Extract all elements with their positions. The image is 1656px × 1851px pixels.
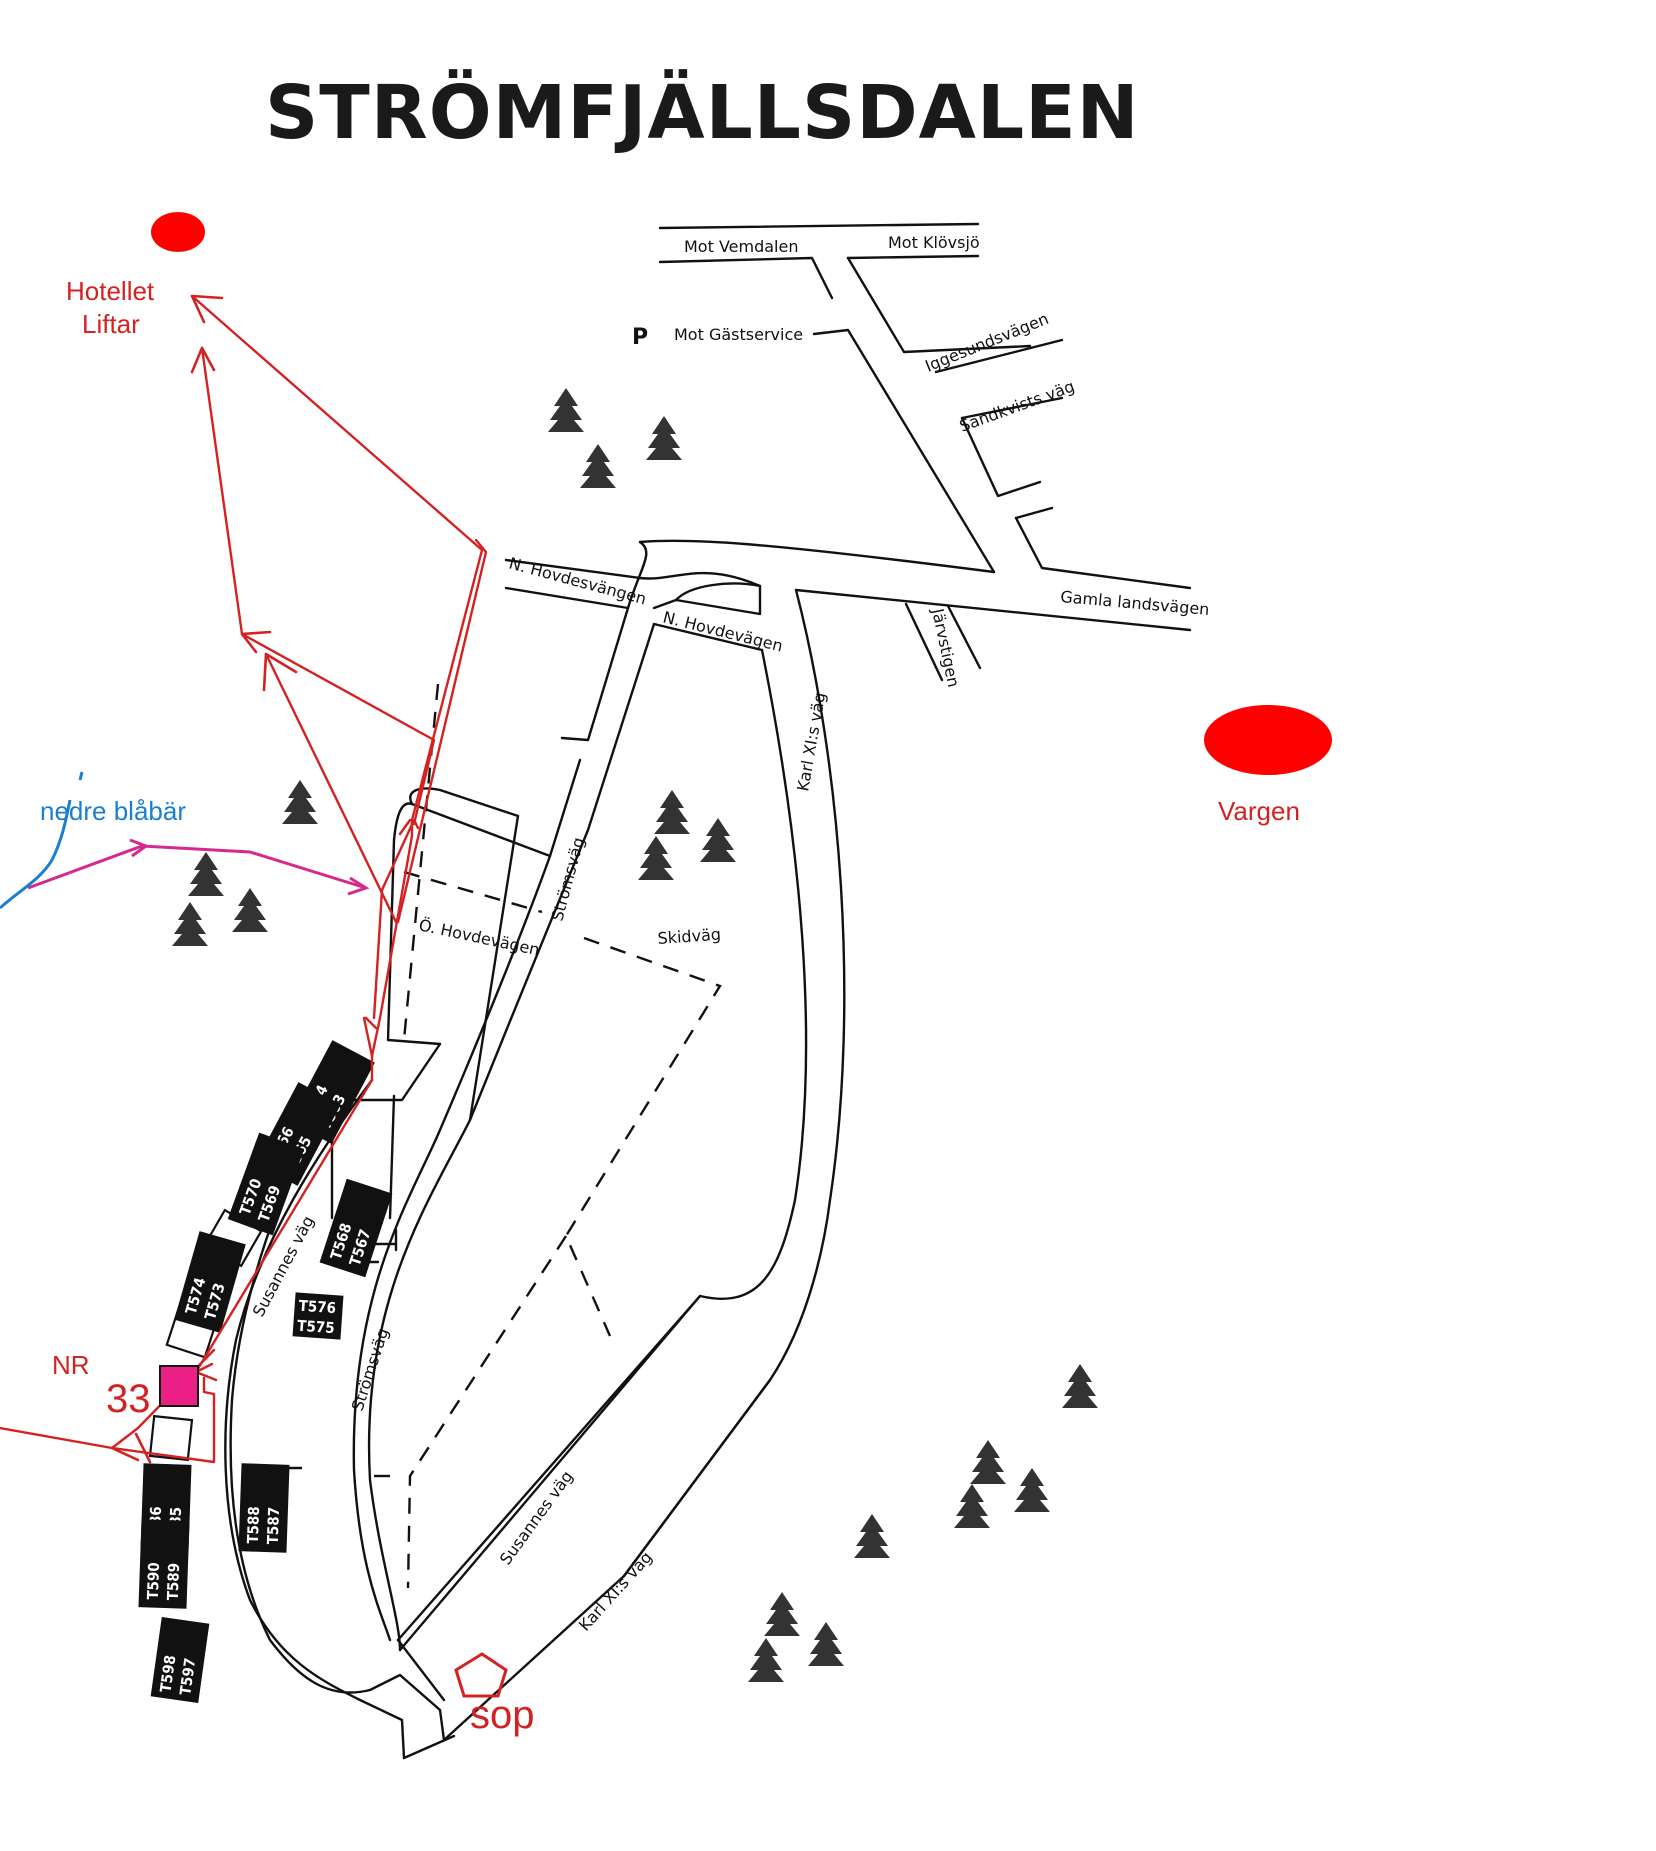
stream-line (0, 771, 84, 910)
plot-t568-t567: T568 T567 (319, 1178, 393, 1278)
pine-tree-icon (700, 818, 736, 862)
hotellet-marker[interactable] (151, 212, 205, 252)
label-mot-gastservice: Mot Gästservice (674, 325, 803, 344)
label-karl-xi-vag-top: Karl XI:s väg (793, 691, 829, 793)
road-network (224, 222, 1192, 1760)
vargen-label: Vargen (1218, 796, 1300, 826)
pine-tree-icon (854, 1514, 890, 1558)
pine-tree-icon (172, 902, 208, 946)
label-stromsvag-bottom: Strömsväg (348, 1326, 393, 1413)
pine-tree-icon (638, 836, 674, 880)
pine-tree-icon (954, 1484, 990, 1528)
plot-t590-t589: T590 T589 (138, 1519, 190, 1609)
label-mot-klovsjo: Mot Klövsjö (888, 233, 980, 252)
plot-t576-t575: T576 T575 (292, 1292, 344, 1340)
pine-tree-icons (172, 388, 1098, 1682)
svg-text:T589: T589 (164, 1563, 183, 1601)
svg-text:T588: T588 (244, 1506, 263, 1544)
pine-tree-icon (232, 888, 268, 932)
trail-arrow-icon (129, 838, 370, 896)
svg-text:T575: T575 (297, 1317, 336, 1338)
pine-tree-icon (808, 1622, 844, 1666)
pine-tree-icon (646, 416, 682, 460)
nedre-blabar-label: nedre blåbär (40, 796, 186, 826)
nr-label: NR (52, 1350, 90, 1380)
svg-text:T590: T590 (144, 1562, 163, 1600)
pine-tree-icon (580, 444, 616, 488)
plot-t598-t597: T598 T597 (150, 1617, 210, 1703)
pentagon-icon[interactable] (454, 1652, 508, 1698)
sop-label: sop (470, 1693, 535, 1737)
plot-t570-t569: T570 T569 (227, 1132, 305, 1236)
svg-text:T597: T597 (176, 1657, 199, 1697)
pine-tree-icon (188, 852, 224, 896)
liftar-label: Liftar (82, 309, 140, 339)
nr-value: 33 (106, 1377, 151, 1421)
label-o-hovdevagen: Ö. Hovdevägen (417, 915, 541, 959)
plot-t574-t573: T574 T573 (174, 1231, 246, 1333)
map-title: STRÖMFJÄLLSDALEN (265, 68, 1140, 156)
label-iggesundsvagen: Iggesundsvägen (922, 309, 1051, 376)
label-karl-xi-vag-bottom: Karl XI:s väg (575, 1548, 656, 1635)
pine-tree-icon (282, 780, 318, 824)
svg-text:T587: T587 (264, 1507, 283, 1545)
label-sandkvists-vag: Sandkvists väg (957, 377, 1077, 436)
red-route (0, 294, 488, 1464)
pine-tree-icon (654, 790, 690, 834)
label-mot-vemdalen: Mot Vemdalen (684, 237, 798, 256)
label-jarvstigen: Järvstigen (928, 606, 963, 689)
pine-tree-icon (764, 1592, 800, 1636)
label-skidvag: Skidväg (657, 925, 722, 948)
pine-tree-icon (1062, 1364, 1098, 1408)
label-n-hovdevagen: N. Hovdevägen (661, 607, 785, 655)
svg-text:T576: T576 (298, 1297, 337, 1318)
parking-label: P (632, 325, 648, 350)
svg-text:T598: T598 (156, 1654, 179, 1694)
vargen-marker[interactable] (1204, 705, 1332, 775)
pine-tree-icon (1014, 1468, 1050, 1512)
house-nr-33[interactable] (159, 1365, 199, 1407)
pine-tree-icon (548, 388, 584, 432)
plot-t588-t587: T588 T587 (238, 1463, 290, 1553)
road-labels: Mot Vemdalen Mot Klövsjö P Mot Gästservi… (249, 233, 1210, 1635)
pine-tree-icon (748, 1638, 784, 1682)
label-gamla-landsvagen: Gamla landsvägen (1060, 587, 1211, 619)
blueberry-trail (27, 844, 367, 890)
plot-labels: T564 T563 T566 T565 T570 T569 T568 T567 … (138, 1040, 393, 1703)
pine-tree-icon (970, 1440, 1006, 1484)
hotellet-label: Hotellet (66, 276, 155, 306)
